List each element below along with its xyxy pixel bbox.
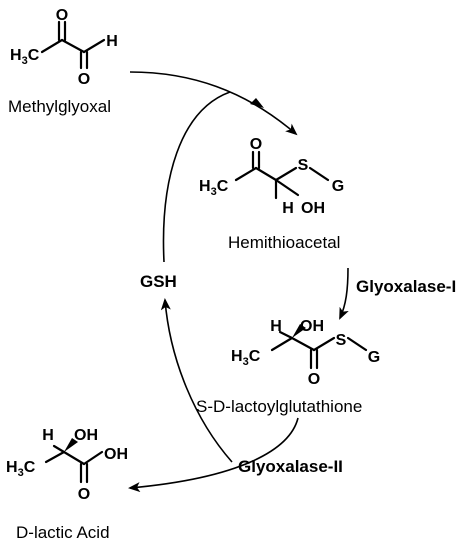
glutathione-group: G bbox=[368, 349, 380, 366]
arrow-gsh-regeneration bbox=[160, 298, 233, 463]
hydroxyl-group: OH bbox=[74, 427, 98, 444]
merge-arrowhead bbox=[250, 98, 264, 108]
sulfur-atom: S bbox=[298, 157, 309, 174]
methyl-group: H3C bbox=[199, 178, 229, 198]
arrow-methylglyoxal-to-hemithioacetal bbox=[129, 71, 298, 136]
hydroxyl-group: OH bbox=[104, 446, 128, 463]
lactic-acid-structure: H OH OH O H3C bbox=[6, 427, 128, 503]
hydroxyl-group: OH bbox=[300, 318, 324, 335]
arrow-glyoxalase-2 bbox=[128, 417, 299, 493]
oxygen-atom: O bbox=[78, 71, 90, 88]
lactoylglutathione-structure: H OH S G O H3C bbox=[231, 318, 380, 388]
oxygen-atom: O bbox=[56, 7, 68, 24]
hydrogen-atom: H bbox=[270, 318, 282, 335]
hydroxyl-group: OH bbox=[301, 200, 325, 217]
methyl-group: H3C bbox=[231, 348, 261, 368]
hemithioacetal-label: Hemithioacetal bbox=[228, 233, 340, 252]
gsh-loop-upper bbox=[162, 91, 231, 263]
sulfur-atom: S bbox=[336, 332, 347, 349]
methylglyoxal-label: Methylglyoxal bbox=[8, 97, 111, 116]
hydrogen-atom: H bbox=[106, 33, 118, 50]
arrow-glyoxalase-1 bbox=[339, 267, 349, 320]
methylglyoxal-structure: O O H H3C bbox=[10, 7, 118, 88]
hydrogen-atom: H bbox=[42, 427, 54, 444]
lactic-acid-label: D-lactic Acid bbox=[16, 523, 110, 542]
hydrogen-atom: H bbox=[282, 200, 294, 217]
glyoxalase-2-label: Glyoxalase-II bbox=[238, 457, 343, 476]
lactoylglutathione-label: S-D-lactoylglutathione bbox=[196, 397, 362, 416]
glutathione-group: G bbox=[332, 178, 344, 195]
oxygen-atom: O bbox=[250, 136, 262, 153]
oxygen-atom: O bbox=[308, 371, 320, 388]
hemithioacetal-structure: O S G H OH H3C bbox=[199, 136, 344, 217]
gsh-label: GSH bbox=[140, 272, 177, 291]
methyl-group: H3C bbox=[6, 459, 36, 479]
oxygen-atom: O bbox=[78, 486, 90, 503]
methyl-group: H3C bbox=[10, 47, 40, 67]
glyoxalase-1-label: Glyoxalase-I bbox=[356, 277, 456, 296]
